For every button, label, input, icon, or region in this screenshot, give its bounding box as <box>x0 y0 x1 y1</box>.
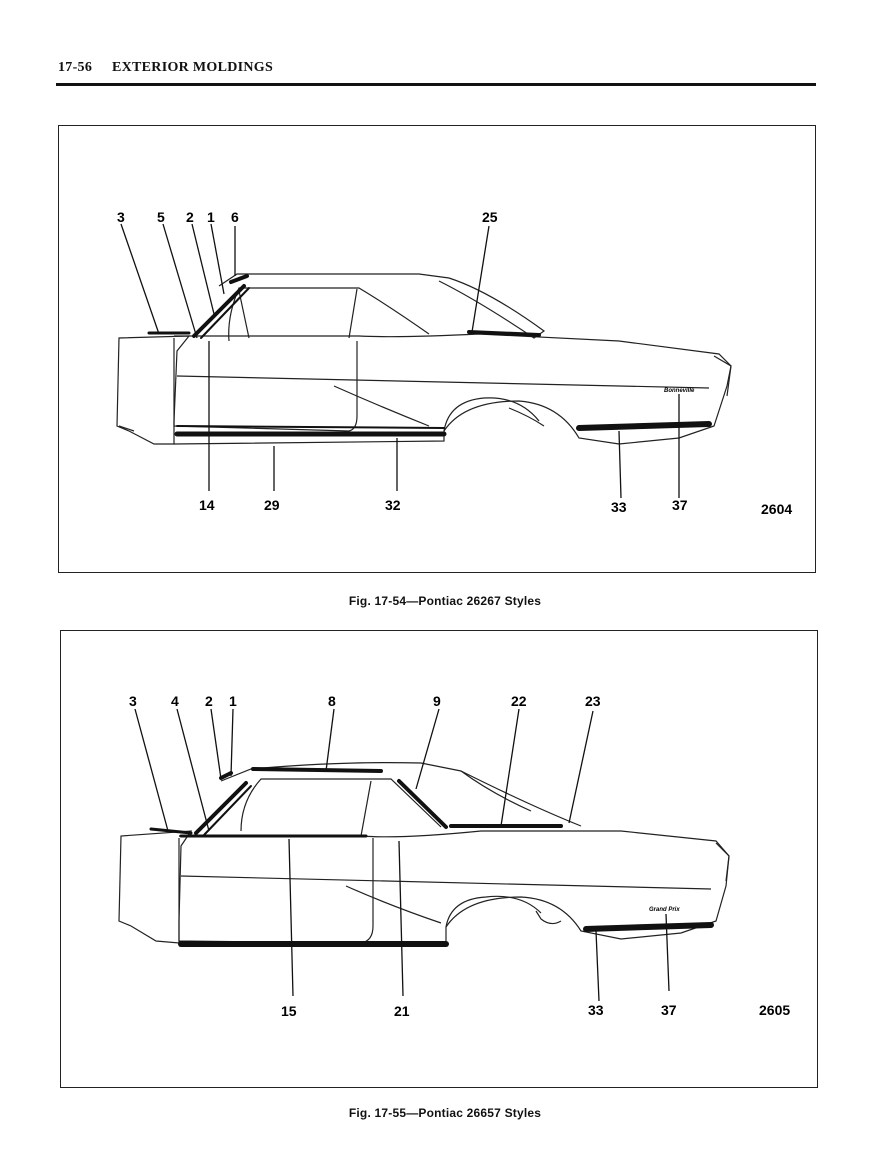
callout-9: 9 <box>433 693 441 709</box>
figure1-caption: Fig. 17-54—Pontiac 26267 Styles <box>348 594 542 608</box>
callout-22: 22 <box>511 693 527 709</box>
figure-bonneville: Bonneville 3 5 2 1 6 25 14 29 32 33 37 2… <box>58 125 816 573</box>
callout-3: 3 <box>129 693 137 709</box>
car-illustration-2: Grand Prix 3 4 2 1 8 9 22 23 15 21 33 37… <box>118 693 790 1019</box>
rear-pillar-molding-9 <box>397 779 448 829</box>
callout-32: 32 <box>385 497 401 513</box>
figure-grand-prix: Grand Prix 3 4 2 1 8 9 22 23 15 21 33 37… <box>60 630 818 1088</box>
rear-quarter-molding-33 <box>576 421 712 431</box>
callout-33: 33 <box>611 499 627 515</box>
callout-21: 21 <box>394 1003 410 1019</box>
callout-1: 1 <box>229 693 237 709</box>
figure2-caption: Fig. 17-55—Pontiac 26657 Styles <box>348 1106 542 1120</box>
callout-37: 37 <box>661 1002 677 1018</box>
callout-33: 33 <box>588 1002 604 1018</box>
section-title: EXTERIOR MOLDINGS <box>111 60 274 75</box>
callout-25: 25 <box>482 209 498 225</box>
callout-2: 2 <box>186 209 194 225</box>
callout-23: 23 <box>585 693 601 709</box>
callout-8: 8 <box>328 693 336 709</box>
callout-14: 14 <box>199 497 215 513</box>
callout-6: 6 <box>231 209 239 225</box>
car-illustration-1: Bonneville 3 5 2 1 6 25 14 29 32 33 37 2… <box>116 209 792 517</box>
page-number: 17-56 <box>58 60 93 75</box>
header-rule <box>56 83 816 86</box>
emblem-bonneville: Bonneville <box>664 388 695 394</box>
windshield-pillar-molding <box>194 781 248 835</box>
roof-drip-molding-8 <box>251 767 383 773</box>
belt-molding-25 <box>467 330 541 337</box>
callout-29: 29 <box>264 497 280 513</box>
page-header: 17-56 EXTERIOR MOLDINGS <box>58 60 273 76</box>
emblem-grand-prix: Grand Prix <box>649 907 680 913</box>
figure-id-number: 2605 <box>759 1002 790 1018</box>
callout-3: 3 <box>117 209 125 225</box>
callout-4: 4 <box>171 693 179 709</box>
rear-quarter-molding-33 <box>583 922 714 932</box>
callout-15: 15 <box>281 1003 297 1019</box>
callout-5: 5 <box>157 209 165 225</box>
callout-2: 2 <box>205 693 213 709</box>
callout-37: 37 <box>672 497 688 513</box>
windshield-pillar-molding <box>192 284 246 338</box>
callout-1: 1 <box>207 209 215 225</box>
figure-id-number: 2604 <box>761 501 792 517</box>
